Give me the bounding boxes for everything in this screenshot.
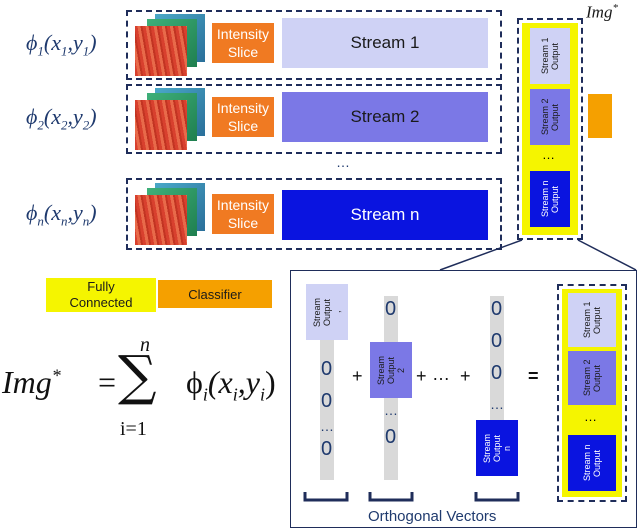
phi-n-label: ϕn(xn,yn) — [26, 200, 97, 229]
vector-n-zero-c: 0 — [491, 362, 503, 384]
result-column-box — [557, 284, 627, 502]
stream-2-bar: Stream 2 — [282, 92, 488, 142]
stream-1-bar: Stream 1 — [282, 18, 488, 68]
phi-1-label: ϕ1(x1,y1) — [26, 30, 97, 59]
image-stack-1 — [135, 14, 207, 76]
rows-ellipsis: … — [336, 154, 351, 170]
vector-1-zero-a: 0 — [321, 358, 333, 380]
legend-classifier: Classifier — [158, 280, 272, 308]
vector-1-track — [320, 340, 334, 480]
vector-2-ellipsis: … — [384, 402, 399, 418]
image-stack-n — [135, 183, 207, 245]
equation-lhs: Img* — [2, 364, 61, 400]
output-column-ellipsis: … — [542, 147, 555, 162]
vector-2-zero-b: 0 — [385, 426, 397, 448]
plus-3: + — [460, 366, 471, 386]
sum-ellipsis: … — [432, 364, 450, 384]
vector-1-zero-c: 0 — [321, 438, 333, 460]
vector-n-zero-b: 0 — [491, 330, 503, 352]
equation-term: ϕi(xi,yi) — [186, 364, 276, 405]
plus-1: + — [352, 366, 363, 386]
vector-1-zero-b: 0 — [321, 390, 333, 412]
image-stack-2 — [135, 88, 207, 150]
classifier-output-block — [588, 94, 612, 138]
vector-1-ellipsis: … — [320, 418, 335, 434]
vectors-equals: = — [528, 366, 539, 386]
stream-n-bar: Stream n — [282, 190, 488, 240]
sum-symbol: ∑ — [118, 344, 157, 407]
result-ellipsis: … — [584, 409, 597, 424]
equation-equals: = — [98, 364, 117, 400]
sum-lower-limit: i=1 — [120, 418, 147, 440]
output-column-box — [517, 18, 583, 240]
phi-2-label: ϕ2(x2,y2) — [26, 104, 97, 133]
vector-2-zero-a: 0 — [385, 298, 397, 320]
vector-n-ellipsis: … — [490, 396, 505, 412]
plus-2: + — [416, 366, 427, 386]
vector-n-zero-a: 0 — [491, 298, 503, 320]
img-star-title: Img* — [586, 2, 618, 22]
orthogonal-vectors-caption: Orthogonal Vectors — [368, 508, 497, 525]
sum-upper-limit: n — [140, 334, 150, 356]
